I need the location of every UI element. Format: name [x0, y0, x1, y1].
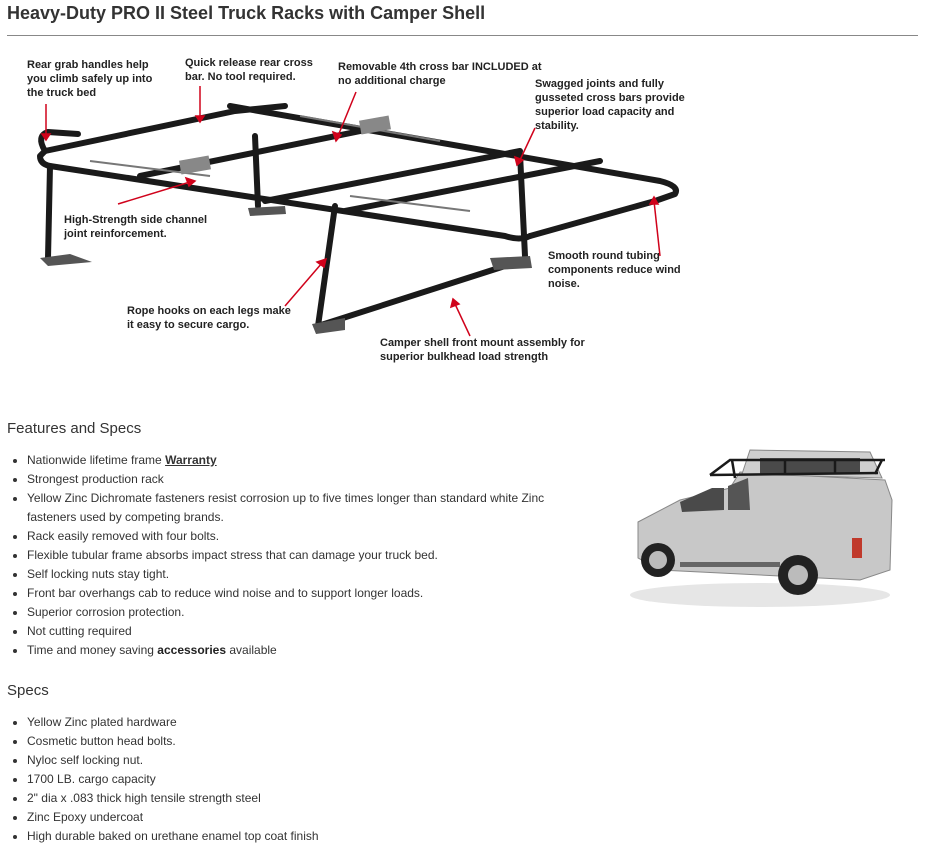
callout-fourth-bar: Removable 4th cross bar INCLUDED at no a… [338, 61, 542, 87]
list-item: Superior corrosion protection. [27, 603, 587, 622]
callout-quick-release: Quick release rear cross bar. No tool re… [185, 57, 313, 83]
list-item: Yellow Zinc plated hardware [27, 713, 587, 732]
callout-rope-hooks: Rope hooks on each legs make it easy to … [127, 305, 291, 331]
list-item: Flexible tubular frame absorbs impact st… [27, 546, 587, 565]
list-item: Zinc Epoxy undercoat [27, 808, 587, 827]
title-divider [7, 35, 918, 36]
rack-illustration [37, 86, 679, 337]
list-item: Not cutting required [27, 622, 587, 641]
callout-side-channel: High-Strength side channel joint reinfor… [64, 214, 208, 240]
specs-list: Yellow Zinc plated hardware Cosmetic but… [7, 713, 587, 846]
list-item: 2" dia x .083 thick high tensile strengt… [27, 789, 587, 808]
accessories-text: accessories [157, 643, 227, 657]
features-heading: Features and Specs [7, 420, 142, 437]
list-item: Rack easily removed with four bolts. [27, 527, 587, 546]
rack-diagram: Rear grab handles help you climb safely … [0, 36, 760, 376]
rack-gussets [179, 115, 391, 175]
callout-round-tubing: Smooth round tubing components reduce wi… [548, 250, 681, 290]
list-item: Self locking nuts stay tight. [27, 565, 587, 584]
list-item: Yellow Zinc Dichromate fasteners resist … [27, 489, 587, 527]
specs-heading: Specs [7, 682, 49, 699]
page-title: Heavy-Duty PRO II Steel Truck Racks with… [7, 3, 486, 23]
callout-swagged-joints: Swagged joints and fully gusseted cross … [535, 78, 685, 132]
list-item: High durable baked on urethane enamel to… [27, 827, 587, 846]
truck-illustration [630, 449, 893, 607]
list-item: Strongest production rack [27, 470, 587, 489]
list-item: Time and money saving accessories availa… [27, 641, 587, 660]
callout-front-mount: Camper shell front mount assembly for su… [380, 337, 585, 363]
rack-feet [40, 206, 532, 334]
features-list: Nationwide lifetime frame Warranty Stron… [7, 451, 587, 660]
list-item: Nyloc self locking nut. [27, 751, 587, 770]
warranty-link[interactable]: Warranty [165, 453, 217, 467]
callout-grab-handles: Rear grab handles help you climb safely … [27, 59, 153, 99]
list-item: Nationwide lifetime frame Warranty [27, 451, 587, 470]
list-item: Front bar overhangs cab to reduce wind n… [27, 584, 587, 603]
callout-arrows [40, 86, 661, 337]
list-item: Cosmetic button head bolts. [27, 732, 587, 751]
list-item: 1700 LB. cargo capacity [27, 770, 587, 789]
truck-photo [620, 430, 900, 630]
